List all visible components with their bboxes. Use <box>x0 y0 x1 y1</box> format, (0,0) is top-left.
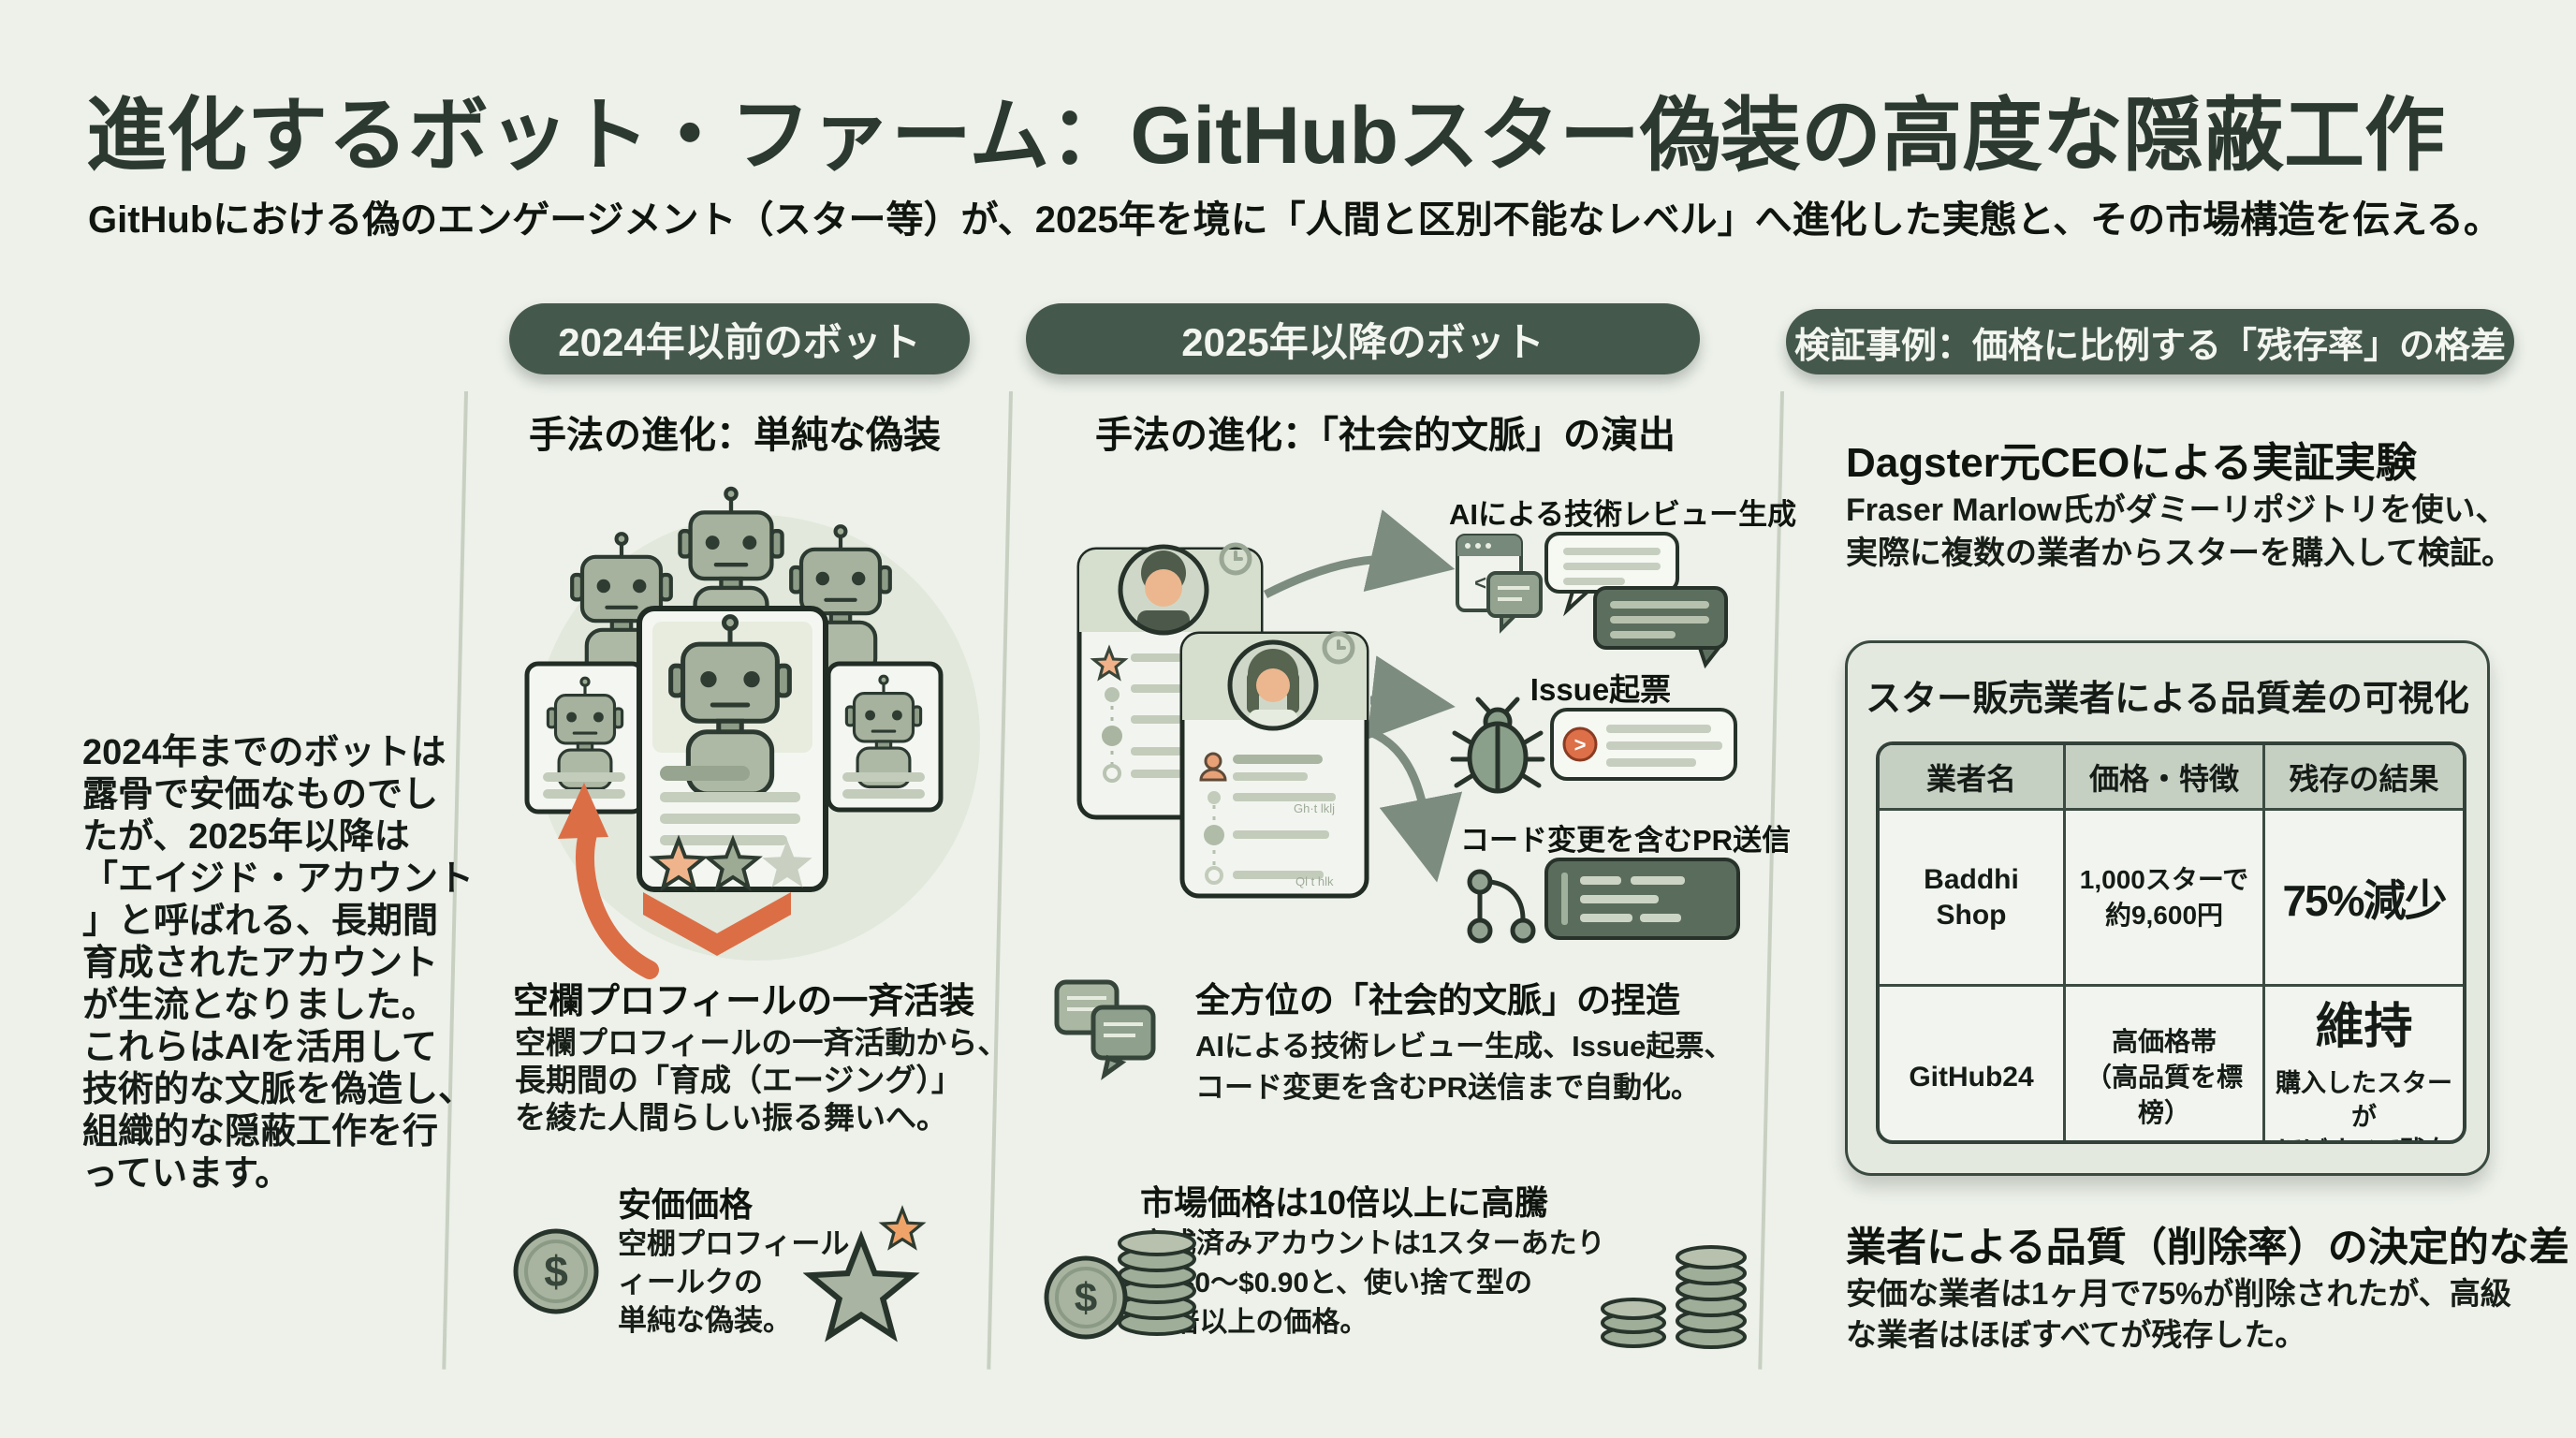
page-title: 進化するボット・ファーム：GitHubスター偽装の高度な隠蔽工作 <box>86 91 2446 181</box>
conclusion-heading: 業者による品質（削除率）の決定的な差 <box>1846 1225 2569 1270</box>
after-price-heading: 市場価格は10倍以上に高騰 <box>1140 1183 1549 1222</box>
col-header-result: 残存の結果 <box>2265 745 2463 811</box>
table-row-vendor: GitHub24 <box>1880 984 2063 1140</box>
dollar-glyph: $ <box>1075 1275 1097 1321</box>
issue-mark-glyph: > <box>1574 733 1587 756</box>
aged-account-card-front: Gh·t lklj Ql t hlk <box>1179 631 1369 899</box>
pill-before-2024: 2024年以前のボット <box>509 303 970 374</box>
bot-farm-illustration <box>524 457 980 979</box>
page-subtitle: GitHubにおける偽のエンゲージメント（スター等）が、2025年を境に「人間と… <box>88 199 2501 241</box>
conclusion-body: 安価な業者は1ヶ月で75%が削除されたが、高級 な業者はほぼすべてが残存した。 <box>1846 1276 2511 1352</box>
table-row-result: 維持 購入したスターが ほぼすべて残存 <box>2265 984 2463 1140</box>
label-ai-review: AIによる技術レビュー生成 <box>1449 498 1797 531</box>
table-row-result: 75%減少 <box>2282 875 2447 925</box>
person-icon <box>1199 752 1227 782</box>
git-branch-icon <box>1467 869 1536 944</box>
pr-code-card <box>1544 858 1740 940</box>
label-issue: Issue起票 <box>1530 672 1672 707</box>
profile-card-right <box>826 661 944 813</box>
case-body: Fraser Marlow氏がダミーリポジトリを使い、 実際に複数の業者からスタ… <box>1846 492 2513 571</box>
before-subtitle: 手法の進化：単純な偽装 <box>529 415 941 456</box>
before-price-heading: 安価価格 <box>618 1185 754 1224</box>
intro-paragraph: 2024年までのボットは 露骨で安価なものでし たが、2025年以降は 「エイジ… <box>82 733 475 1194</box>
vendor-comparison-card: スター販売業者による品質差の可視化 業者名 価格・特徴 残存の結果 Baddhi… <box>1845 640 2490 1176</box>
social-context-illustration: Gh·t lklj Ql t hlk </> <box>1076 509 1740 944</box>
table-row-price: 1,000スターで 約9,600円 <box>2063 811 2265 984</box>
before-method-body: 空欄プロフィールの一斉活動から、 長期間の「育成（エージング）」 を綾た人間らし… <box>515 1025 1009 1135</box>
label-pr: コード変更を含むPR送信 <box>1460 824 1792 857</box>
issue-badge-icon <box>1562 726 1598 762</box>
chat-bubbles-icon <box>1054 979 1156 1080</box>
card-placeholder-text-2: Ql t hlk <box>1295 874 1334 888</box>
col-header-vendor: 業者名 <box>1880 745 2063 811</box>
table-row-vendor: Baddhi Shop <box>1924 863 2019 931</box>
issue-ticket-card: > <box>1550 708 1737 781</box>
result-note: 購入したスターが ほぼすべて残存 <box>2276 1069 2452 1140</box>
profile-card-center <box>637 606 828 892</box>
pill-after-2025: 2025年以降のボット <box>1026 303 1700 374</box>
fake-star-icon <box>803 1207 924 1355</box>
pill-case-study: 検証事例：価格に比例する「残存率」の格差 <box>1786 309 2514 374</box>
card-text-bars <box>1131 653 1182 778</box>
case-heading: Dagster元CEOによる実証実験 <box>1846 440 2417 486</box>
before-method-heading: 空欄プロフィールの一斉活装 <box>513 982 975 1021</box>
dollar-glyph: $ <box>544 1247 568 1296</box>
coin-stack-right-icon <box>1601 1245 1747 1349</box>
coin-stack-left-icon: $ <box>1044 1230 1196 1340</box>
after-method-body: AIによる技術レビュー生成、Issue起票、 コード変更を含むPR送信まで自動化… <box>1195 1030 1734 1104</box>
col-header-price: 価格・特徴 <box>2063 745 2265 811</box>
table-title: スター販売業者による品質差の可視化 <box>1866 680 2469 719</box>
vendor-table: 業者名 価格・特徴 残存の結果 Baddhi Shop 1,000スターで 約9… <box>1876 741 2466 1144</box>
small-chat-bubble-icon <box>1486 571 1543 634</box>
woman-avatar <box>1230 642 1316 728</box>
card-placeholder-text-1: Gh·t lklj <box>1294 801 1335 815</box>
flow-arrows-icon <box>1263 509 1463 883</box>
dollar-coin-icon: $ <box>513 1228 599 1314</box>
before-price-body: 空棚プロフィール ィールクの 単純な偽装。 <box>618 1227 850 1337</box>
after-subtitle: 手法の進化：「社会的文脈」の演出 <box>1095 415 1676 456</box>
review-bubble-dark-icon <box>1593 586 1728 669</box>
bug-icon <box>1450 697 1545 794</box>
orange-arrow-icon <box>558 783 791 979</box>
after-method-heading: 全方位の「社会的文脈」の捏造 <box>1195 981 1680 1020</box>
result-main: 維持 <box>2315 1000 2413 1054</box>
table-row-price: 高価格帯 （高品質を標榜） <box>2063 984 2265 1140</box>
